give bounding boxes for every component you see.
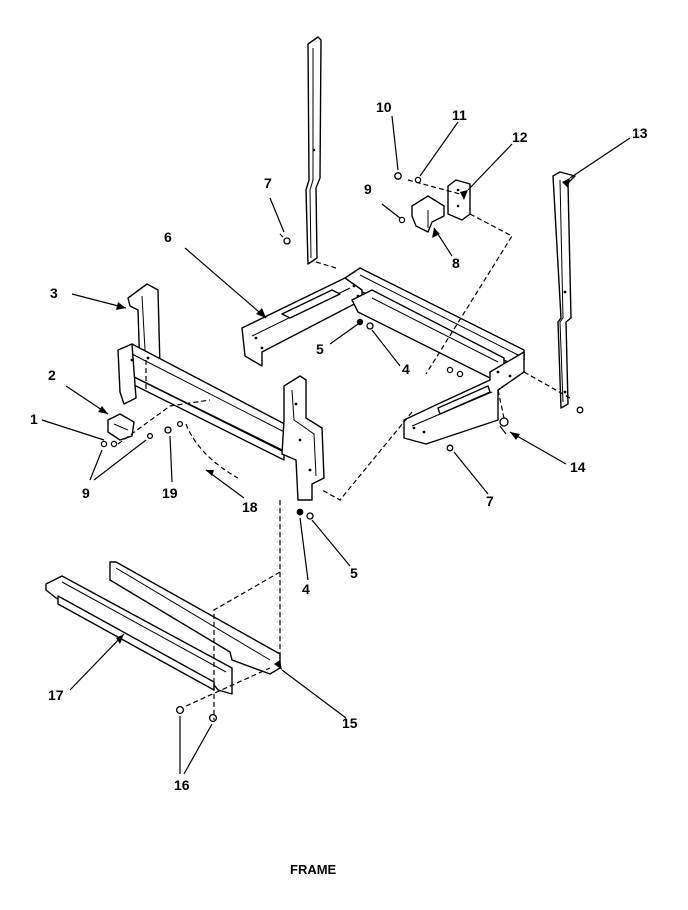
callout-2: 2 <box>48 367 56 383</box>
callout-14: 14 <box>570 459 586 475</box>
assembly-guide-lines <box>117 179 571 720</box>
callout-9-lower: 9 <box>82 485 90 501</box>
hardware-fasteners <box>100 172 584 723</box>
part-13-right-rail <box>552 171 576 409</box>
leader-lines <box>41 115 631 775</box>
callout-3: 3 <box>50 285 58 301</box>
callout-11: 11 <box>452 107 467 123</box>
callout-5: 5 <box>316 341 324 357</box>
callout-6: 6 <box>164 229 172 245</box>
callout-1: 1 <box>30 411 38 427</box>
part-2-bracket <box>107 413 135 441</box>
callout-17: 17 <box>48 687 64 703</box>
part-6-vertical-rail <box>305 36 322 265</box>
part-17-kick-panel <box>45 575 233 695</box>
callout-13: 13 <box>632 125 648 141</box>
callout-12: 12 <box>512 129 528 145</box>
callout-4-lower: 4 <box>302 581 310 597</box>
base-frame-assembly <box>241 267 525 445</box>
callout-4: 4 <box>402 361 410 377</box>
callout-19: 19 <box>162 485 178 501</box>
callout-8: 8 <box>452 255 460 271</box>
callout-7-lower: 7 <box>486 493 494 509</box>
callout-9: 9 <box>364 181 372 197</box>
diagram-caption: FRAME <box>290 862 337 877</box>
callout-labels: 1 2 3 4 5 6 7 8 9 10 11 12 13 14 15 16 1… <box>30 99 648 793</box>
part-8-clip <box>411 195 445 233</box>
left-front-frame-assembly <box>117 283 325 501</box>
callout-7: 7 <box>264 175 272 191</box>
callout-5-lower: 5 <box>350 565 358 581</box>
callout-15: 15 <box>342 715 358 731</box>
part-15-rear-strip <box>109 561 281 675</box>
callout-16: 16 <box>174 777 190 793</box>
part-12-bracket <box>447 179 471 221</box>
callout-10: 10 <box>376 99 392 115</box>
callout-18: 18 <box>242 499 258 515</box>
